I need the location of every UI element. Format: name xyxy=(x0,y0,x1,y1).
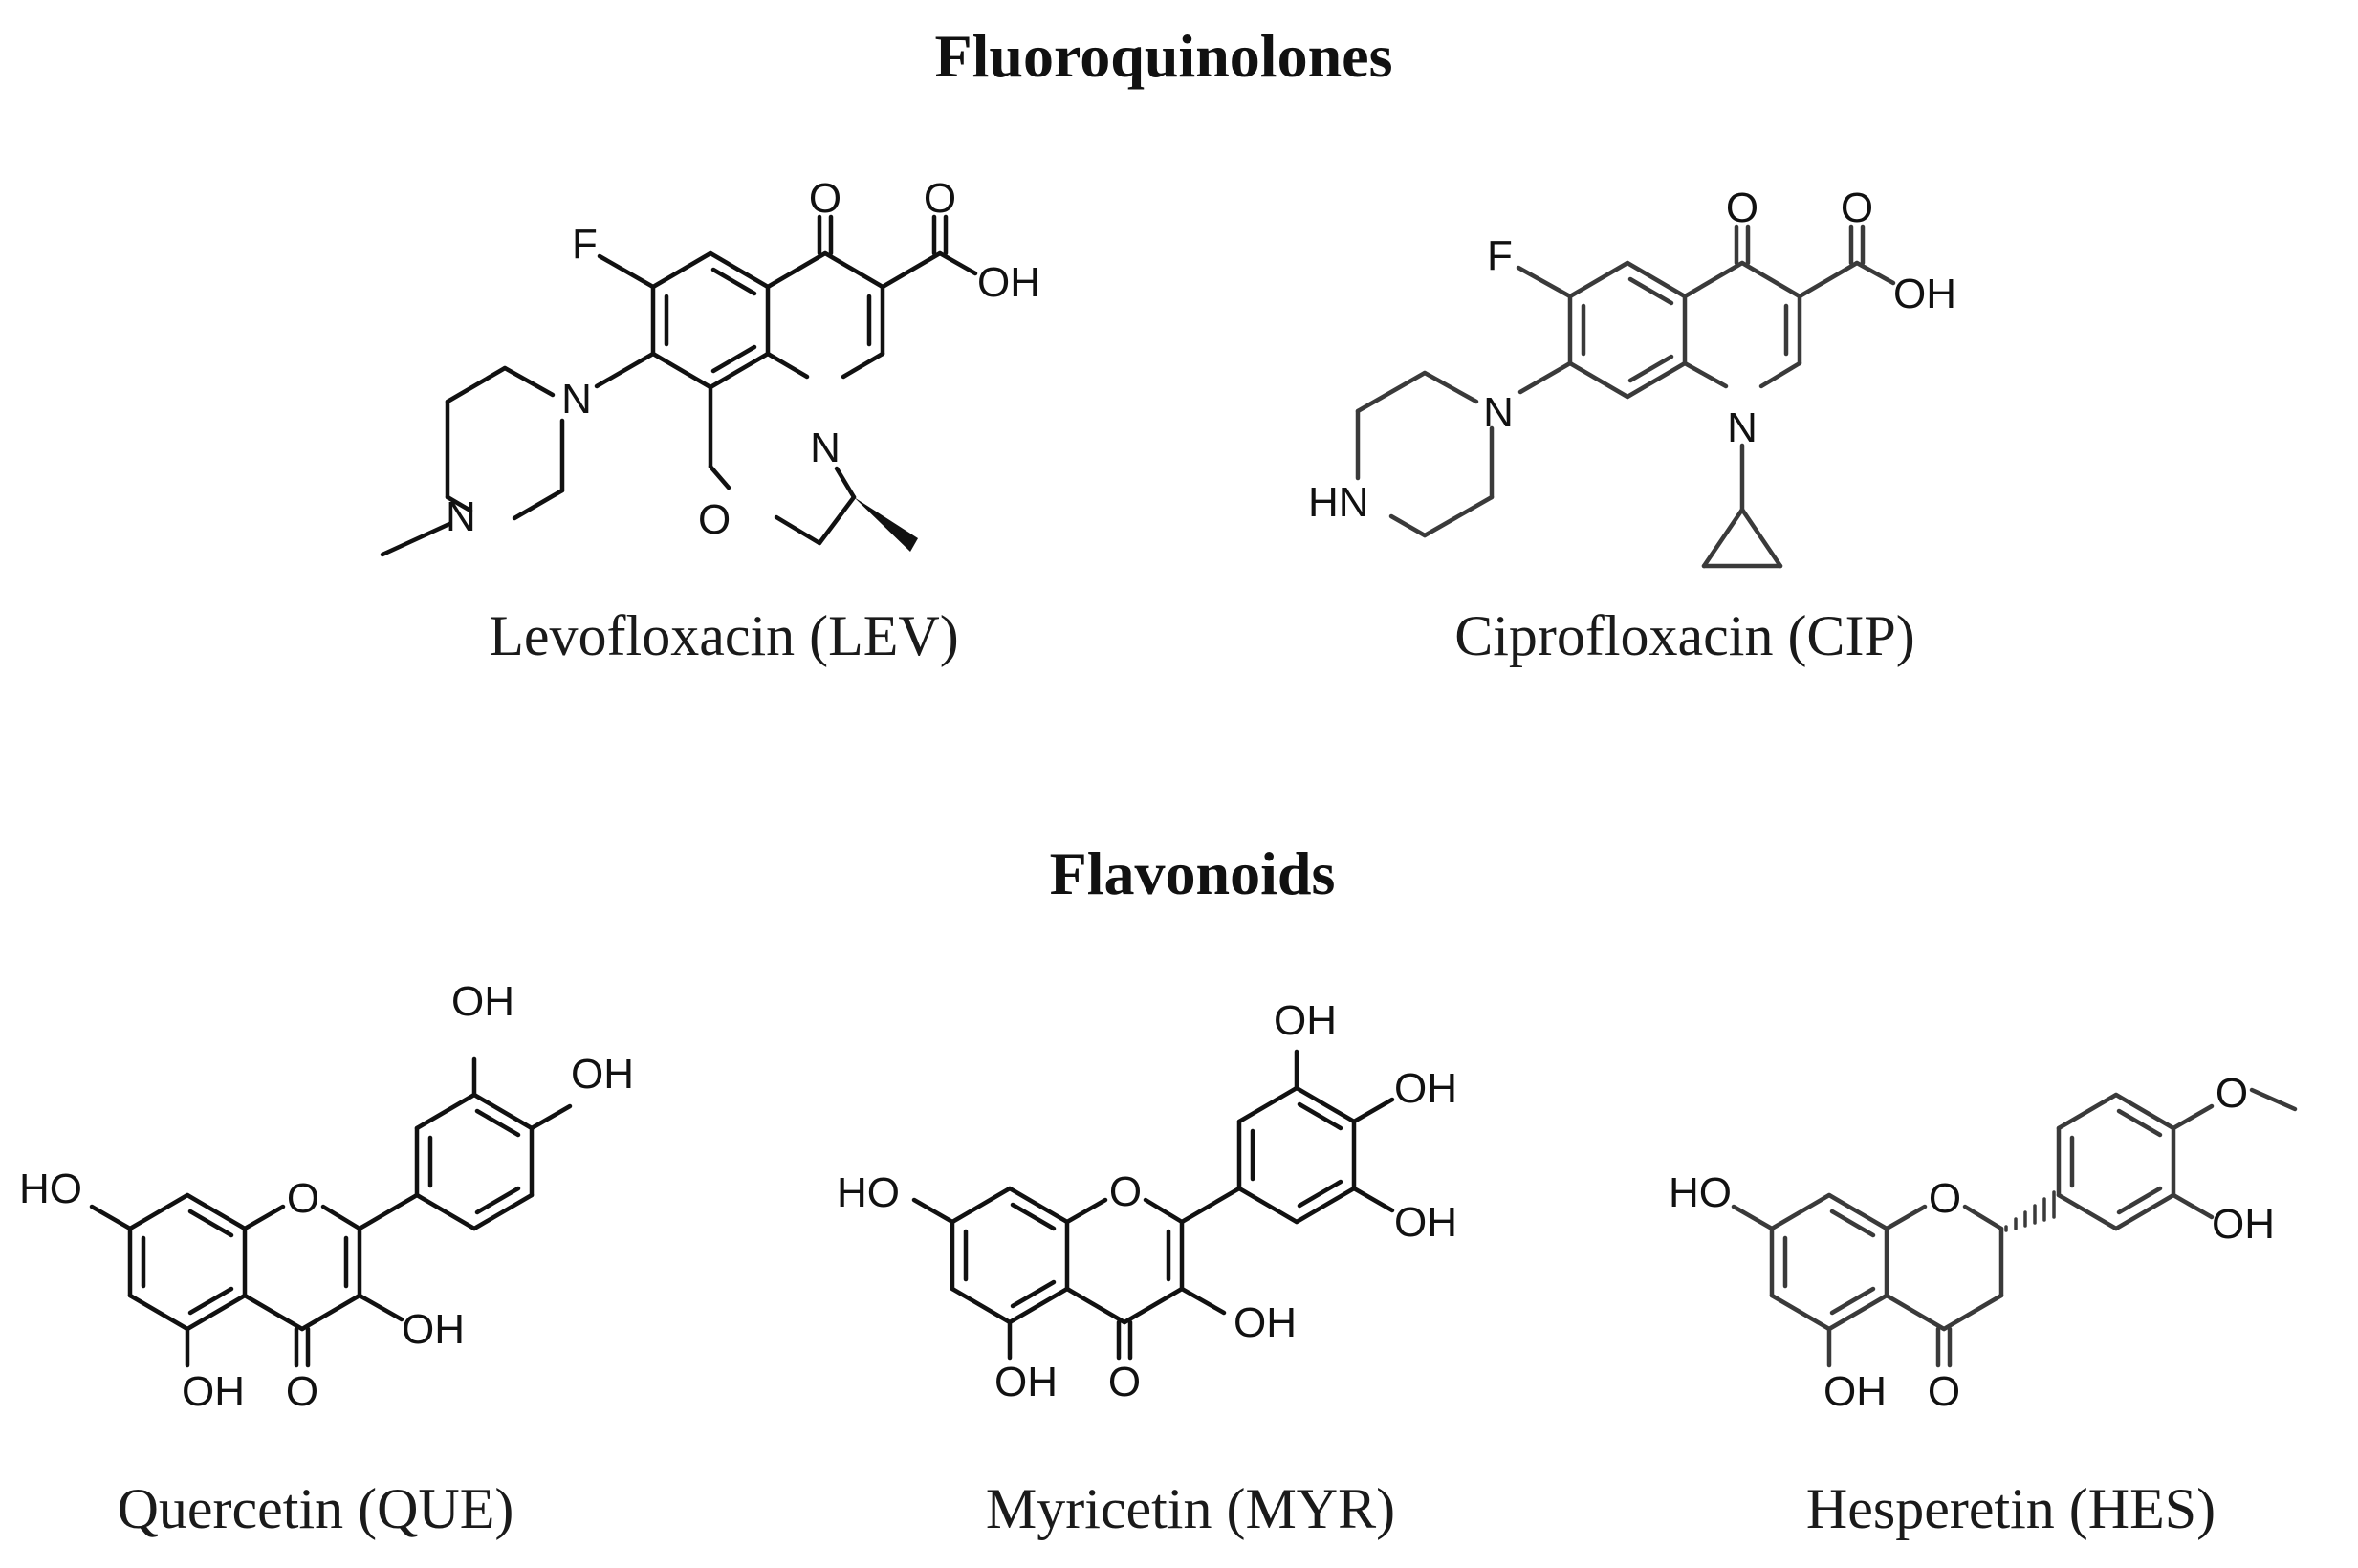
levofloxacin-n-pip: N xyxy=(561,376,592,423)
myricetin-oh4p: OH xyxy=(1394,1065,1457,1112)
ciprofloxacin-structure: O O OH F N HN N xyxy=(1308,185,1956,569)
myricetin-o4: O xyxy=(1108,1359,1141,1405)
myricetin-oh3: OH xyxy=(1234,1299,1297,1346)
hesperetin-o4: O xyxy=(1928,1368,1960,1415)
ciprofloxacin-caption: Ciprofloxacin (CIP) xyxy=(1454,604,1915,667)
hesperetin-ho7: HO xyxy=(1669,1169,1732,1216)
myricetin-structure: HO O OH O OH OH OH OH xyxy=(837,997,1457,1405)
wedge-bond xyxy=(854,497,918,552)
hesperetin-structure: HO O OH O OH O xyxy=(1669,1070,2298,1415)
myricetin-caption: Myricetin (MYR) xyxy=(986,1477,1395,1540)
myricetin-oh3p: OH xyxy=(1274,997,1337,1044)
levofloxacin-n-methyl: N xyxy=(446,493,476,540)
quercetin-oh5: OH xyxy=(182,1368,245,1415)
levofloxacin-caption: Levofloxacin (LEV) xyxy=(489,604,958,667)
levofloxacin-structure: O O OH F N N N O xyxy=(380,175,1040,557)
quercetin-structure: HO O OH O OH OH OH xyxy=(19,978,634,1415)
myricetin-o1: O xyxy=(1109,1168,1142,1215)
myricetin-oh5: OH xyxy=(994,1359,1058,1405)
quercetin-ho7: HO xyxy=(19,1165,82,1212)
ciprofloxacin-hn: HN xyxy=(1308,479,1369,526)
flavonoids-title: Flavonoids xyxy=(1050,839,1336,907)
levofloxacin-f: F xyxy=(572,221,598,268)
hesperetin-o1: O xyxy=(1929,1175,1961,1222)
quercetin-oh4p: OH xyxy=(571,1051,634,1098)
levofloxacin-o-acid: O xyxy=(924,175,956,222)
hesperetin-o-methoxy: O xyxy=(2216,1070,2248,1117)
ciprofloxacin-o-keto: O xyxy=(1726,185,1758,231)
ciprofloxacin-oh-acid: OH xyxy=(1893,271,1956,317)
myricetin-ho7: HO xyxy=(837,1169,900,1216)
quercetin-oh3p: OH xyxy=(451,978,514,1025)
ciprofloxacin-o-acid: O xyxy=(1841,185,1873,231)
levofloxacin-n-ring: N xyxy=(810,425,841,471)
myricetin-oh5p: OH xyxy=(1394,1199,1457,1246)
ciprofloxacin-f: F xyxy=(1487,232,1513,279)
levofloxacin-o-ring: O xyxy=(698,496,731,543)
levofloxacin-oh-acid: OH xyxy=(977,259,1040,306)
ciprofloxacin-n-pip: N xyxy=(1483,389,1514,436)
quercetin-o1: O xyxy=(287,1175,319,1222)
fluoroquinolones-title: Fluoroquinolones xyxy=(935,22,1393,90)
quercetin-oh3: OH xyxy=(402,1306,465,1353)
ciprofloxacin-n-ring: N xyxy=(1727,404,1758,451)
hesperetin-oh3p: OH xyxy=(2212,1201,2275,1248)
hashed-bond xyxy=(2004,1190,2056,1232)
hesperetin-caption: Hesperetin (HES) xyxy=(1806,1477,2216,1540)
hesperetin-oh5: OH xyxy=(1823,1368,1887,1415)
quercetin-o4: O xyxy=(286,1368,318,1415)
quercetin-caption: Quercetin (QUE) xyxy=(118,1477,514,1540)
levofloxacin-o-keto: O xyxy=(809,175,841,222)
